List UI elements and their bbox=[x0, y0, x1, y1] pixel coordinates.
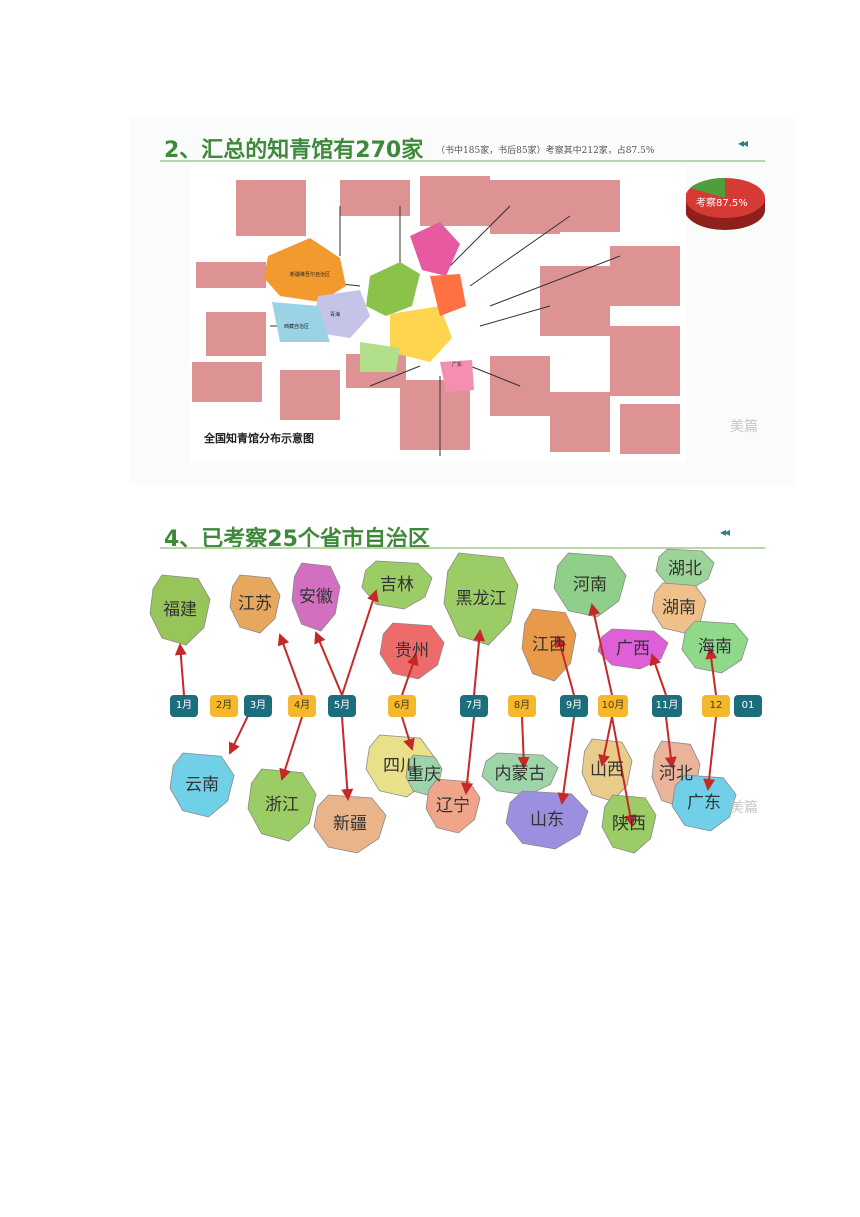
timeline-arrow bbox=[473, 629, 486, 696]
province-label: 内蒙古 bbox=[494, 764, 546, 784]
back-nav-icon[interactable]: ◂◂ bbox=[738, 136, 748, 150]
province-shape-top-1 bbox=[229, 574, 281, 634]
province-shape-top-2 bbox=[291, 562, 341, 632]
title-divider bbox=[160, 160, 765, 162]
province-label: 云南 bbox=[185, 775, 219, 795]
timeline-arrow bbox=[277, 633, 303, 696]
timeline-arrow bbox=[341, 716, 354, 801]
timeline-arrow bbox=[554, 635, 575, 696]
timeline-arrow bbox=[703, 716, 717, 791]
province-shape-top-7 bbox=[553, 552, 627, 618]
province-label: 广西 bbox=[616, 639, 650, 659]
month-marker: 8月 bbox=[508, 695, 536, 717]
month-marker: 01 bbox=[734, 695, 762, 717]
month-marker: 1月 bbox=[170, 695, 198, 717]
province-shape-bottom-2 bbox=[313, 794, 387, 854]
province-label: 广东 bbox=[687, 793, 721, 813]
svg-text:西藏自治区: 西藏自治区 bbox=[284, 323, 309, 330]
province-timeline-graphic bbox=[149, 548, 749, 854]
slide-subtitle: （书中185家，书后85家）考察其中212家，占87.5% bbox=[436, 146, 655, 156]
province-label: 吉林 bbox=[380, 575, 414, 595]
slide-knowledge-youth-museums: 2、汇总的知青馆有270家 （书中185家，书后85家）考察其中212家，占87… bbox=[130, 118, 795, 484]
province-label: 江西 bbox=[532, 635, 566, 655]
province-label: 黑龙江 bbox=[455, 589, 507, 609]
province-shape-top-10 bbox=[651, 582, 707, 634]
timeline-arrow bbox=[314, 631, 343, 696]
month-marker: 2月 bbox=[210, 695, 238, 717]
province-shape-bottom-0 bbox=[169, 752, 235, 818]
distribution-map: 新疆维吾尔自治区 青海 西藏自治区 广东 全国知青馆分布示意图 bbox=[190, 166, 686, 462]
province-shape-top-3 bbox=[361, 560, 433, 610]
province-shape-bottom-11 bbox=[671, 774, 737, 832]
svg-text:新疆维吾尔自治区: 新疆维吾尔自治区 bbox=[290, 271, 330, 278]
china-map-illustration: 新疆维吾尔自治区 青海 西藏自治区 广东 bbox=[192, 176, 680, 456]
svg-text:青海: 青海 bbox=[330, 311, 340, 318]
pie-slice-not-inspected bbox=[690, 177, 725, 198]
timeline-arrow bbox=[611, 716, 637, 827]
timeline-arrow bbox=[174, 643, 187, 696]
month-marker: 3月 bbox=[244, 695, 272, 717]
month-marker: 6月 bbox=[388, 695, 416, 717]
title-divider bbox=[160, 547, 765, 549]
timeline-arrow bbox=[557, 716, 575, 805]
province-label: 安徽 bbox=[299, 587, 333, 607]
watermark-text: 美篇 bbox=[730, 800, 758, 816]
province-label: 重庆 bbox=[407, 765, 441, 785]
province-label: 辽宁 bbox=[436, 796, 470, 816]
timeline-arrow bbox=[341, 589, 379, 696]
percentage-pie-chart bbox=[685, 177, 765, 230]
map-caption: 全国知青馆分布示意图 bbox=[204, 432, 314, 445]
month-marker: 10月 bbox=[598, 695, 628, 717]
month-marker: 5月 bbox=[328, 695, 356, 717]
timeline-arrow bbox=[401, 716, 415, 751]
province-label: 陕西 bbox=[612, 814, 646, 834]
timeline-arrow bbox=[279, 716, 303, 781]
month-marker: 11月 bbox=[652, 695, 682, 717]
province-label: 山东 bbox=[530, 810, 564, 830]
province-shape-top-11 bbox=[681, 620, 749, 674]
timeline-arrow bbox=[401, 653, 419, 696]
province-label: 贵州 bbox=[395, 641, 429, 661]
province-label: 河北 bbox=[659, 764, 693, 784]
pie-label: 考察87.5% bbox=[696, 198, 748, 209]
province-shape-bottom-1 bbox=[247, 768, 317, 842]
watermark-text: 美篇 bbox=[730, 419, 758, 435]
province-label: 江苏 bbox=[238, 594, 272, 614]
province-shape-bottom-7 bbox=[505, 790, 589, 850]
timeline-arrow bbox=[461, 716, 475, 795]
province-label: 海南 bbox=[698, 637, 732, 657]
timeline-arrow bbox=[598, 716, 613, 767]
province-label: 福建 bbox=[163, 600, 197, 620]
slide-title: 2、汇总的知青馆有270家 bbox=[164, 138, 424, 163]
month-marker: 12 bbox=[702, 695, 730, 717]
month-marker: 7月 bbox=[460, 695, 488, 717]
month-marker: 9月 bbox=[560, 695, 588, 717]
month-marker: 4月 bbox=[288, 695, 316, 717]
province-label: 新疆 bbox=[333, 814, 367, 834]
province-shape-top-4 bbox=[379, 622, 445, 680]
timeline-arrow bbox=[705, 647, 718, 696]
province-label: 河南 bbox=[573, 575, 607, 595]
timeline-arrow bbox=[649, 653, 667, 696]
timeline-arrow bbox=[664, 716, 677, 769]
timeline-arrow bbox=[517, 716, 530, 769]
back-nav-icon[interactable]: ◂◂ bbox=[720, 525, 730, 539]
province-label: 湖北 bbox=[668, 559, 702, 579]
svg-text:广东: 广东 bbox=[452, 361, 462, 368]
province-label: 四川 bbox=[383, 756, 417, 776]
province-shape-top-5 bbox=[443, 552, 519, 646]
province-label: 山西 bbox=[590, 760, 624, 780]
province-shape-top-6 bbox=[521, 608, 577, 682]
timeline-arrow bbox=[588, 603, 613, 696]
province-label: 湖南 bbox=[662, 598, 696, 618]
province-label: 浙江 bbox=[265, 795, 299, 815]
